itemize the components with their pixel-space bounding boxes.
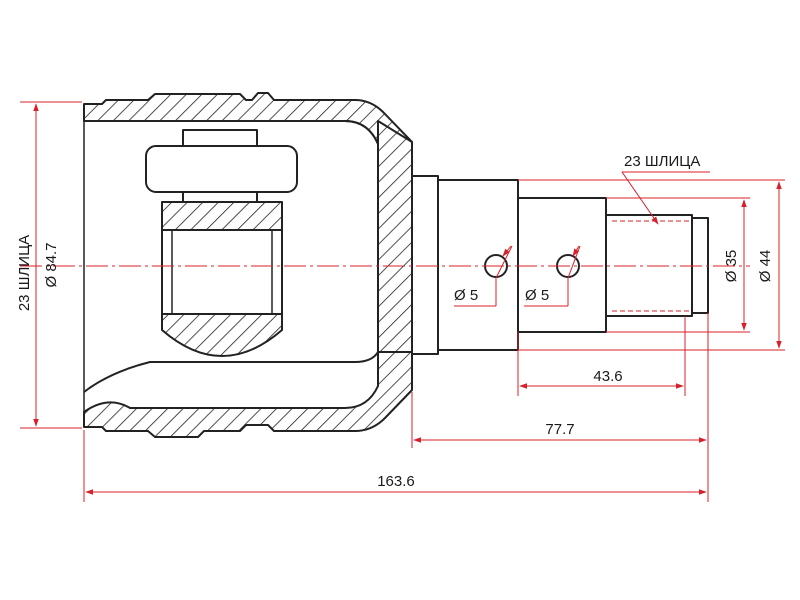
dim-77-label: 77.7	[545, 421, 574, 438]
trunnion-cap	[145, 145, 298, 193]
stem	[411, 175, 709, 355]
housing-cavity-outline	[83, 120, 379, 393]
housing-upper-wall	[83, 92, 413, 181]
stem-collar	[411, 175, 439, 355]
hole-1-label: Ø 5	[454, 287, 478, 304]
dim-163-label: 163.6	[377, 473, 415, 490]
inner-splines-label: 23 ШЛИЦА	[624, 153, 700, 170]
housing-hub-wall	[377, 120, 413, 356]
inner-splines-leader	[621, 171, 659, 225]
hole-2-arrow	[572, 245, 580, 257]
dim-84-label: Ø 84.7	[43, 242, 60, 287]
hole-1-arrow	[502, 245, 512, 257]
dim-35-label: Ø 35	[723, 250, 740, 283]
tripod	[145, 129, 298, 357]
dim-43-label: 43.6	[593, 368, 622, 385]
trunnion-neck	[182, 191, 258, 203]
stem-step	[517, 197, 607, 333]
roller-lower-band	[161, 313, 283, 357]
housing-lower-wall	[83, 351, 413, 438]
roller-body	[161, 229, 283, 315]
outer-splines-label: 23 ШЛИЦА	[16, 235, 33, 311]
housing	[83, 92, 413, 438]
dimensions: Ø 84.7 23 ШЛИЦА Ø 44 Ø 35 23 ШЛИЦА Ø 5 Ø…	[16, 101, 785, 502]
dim-44-label: Ø 44	[757, 250, 774, 283]
hole-2-label: Ø 5	[525, 287, 549, 304]
trunnion-top	[182, 129, 258, 147]
roller-upper-band	[161, 201, 283, 231]
